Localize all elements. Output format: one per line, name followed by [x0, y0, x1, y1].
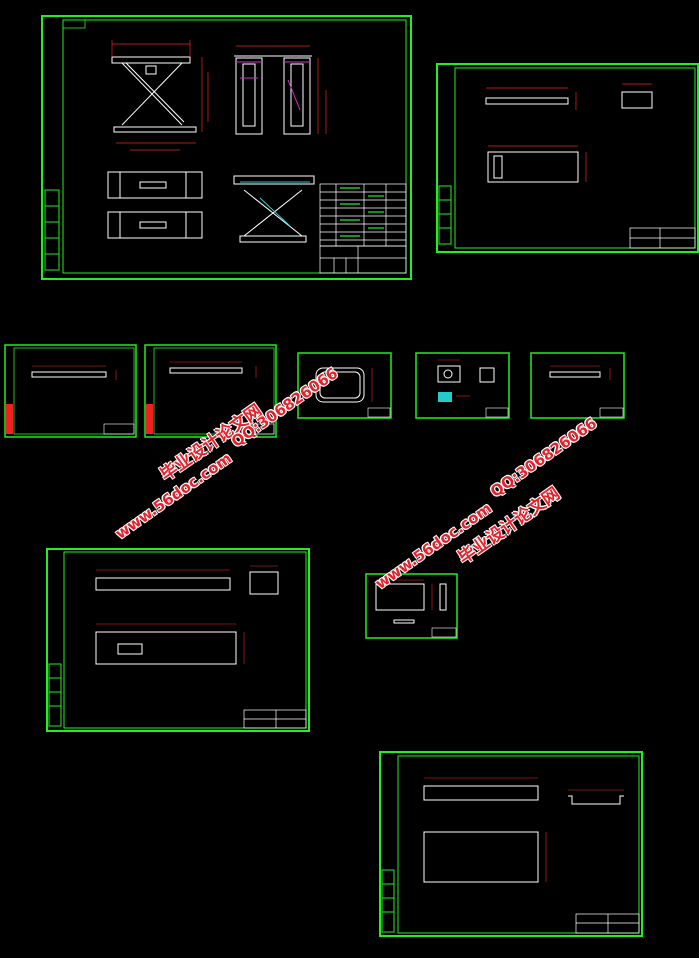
dimension-lines	[236, 45, 327, 134]
sheet-side-strip	[438, 185, 452, 245]
drawing-sheet-part-5[interactable]	[297, 352, 392, 419]
parts-list-table	[319, 183, 407, 247]
dimension-lines	[486, 83, 652, 182]
title-block	[319, 245, 407, 274]
dimension-lines	[111, 40, 209, 151]
drawing-sheet-part-6[interactable]	[415, 352, 510, 419]
title-block	[103, 423, 135, 435]
drawing-sheet-part-2[interactable]	[436, 63, 699, 253]
part-geometry	[437, 365, 495, 383]
title-block	[485, 407, 509, 418]
part-geometry	[169, 367, 243, 374]
section-view	[438, 392, 452, 402]
lift-side-view	[234, 55, 312, 135]
dimension-lines	[550, 365, 611, 380]
title-block	[575, 913, 640, 934]
lift-front-view	[111, 56, 197, 133]
sheet-side-strip	[146, 404, 153, 434]
title-block	[629, 227, 696, 249]
sheet-side-strip	[6, 404, 13, 434]
drawing-sheet-part-10[interactable]	[379, 751, 643, 937]
platform-plan-view	[107, 171, 203, 239]
part-geometry	[549, 371, 601, 378]
drawing-sheet-part-9[interactable]	[365, 573, 458, 639]
lift-folded-view	[233, 175, 315, 243]
drawing-sheet-part-3[interactable]	[4, 344, 137, 438]
side-view-accents	[236, 61, 310, 111]
title-block	[243, 423, 275, 435]
dimension-lines	[376, 579, 433, 610]
folded-view-accents	[240, 181, 310, 227]
title-block	[367, 407, 391, 418]
sheet-side-strip	[48, 663, 62, 727]
part-geometry	[31, 371, 107, 378]
title-block	[431, 627, 457, 638]
parts-list-accents	[340, 187, 384, 237]
drawing-sheet-part-4[interactable]	[144, 344, 277, 438]
dimension-lines	[170, 361, 257, 378]
title-block	[243, 709, 307, 729]
drawing-sheet-part-7[interactable]	[530, 352, 625, 419]
part-geometry	[315, 367, 365, 403]
drawing-sheet-assembly[interactable]	[41, 15, 412, 280]
part-geometry	[423, 785, 624, 883]
part-geometry	[375, 583, 447, 624]
drawing-sheet-part-8[interactable]	[46, 548, 310, 732]
sheet-side-strip	[381, 869, 395, 933]
dimension-lines	[32, 365, 117, 380]
sheet-side-strip	[44, 189, 60, 271]
dimension-lines	[424, 777, 624, 882]
part-geometry	[95, 571, 279, 665]
dimension-lines	[96, 565, 278, 664]
title-block	[599, 407, 624, 418]
dimension-lines	[438, 359, 470, 397]
part-geometry	[485, 91, 653, 183]
